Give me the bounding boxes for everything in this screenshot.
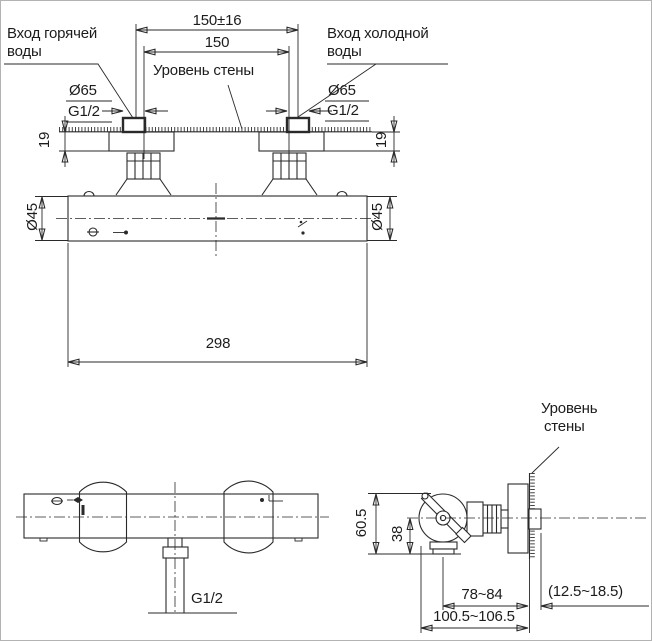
dim-total-height: 60.5	[353, 508, 370, 538]
dim-escutcheon-diameter-right: Ø65	[328, 82, 356, 99]
dim-body-length: 298	[205, 335, 231, 352]
cold-inlet-leader	[297, 63, 448, 118]
side-view-linework	[368, 446, 649, 633]
wall-hatch-horizontal	[59, 127, 372, 133]
dim-escutcheon-depth-right: 19	[373, 131, 390, 149]
wall-level-label-side: Уровень стены	[541, 400, 598, 435]
wall-pipe-left	[121, 116, 147, 134]
wall-pipe-right	[285, 116, 311, 134]
wall-level-leader	[227, 84, 243, 130]
front-view-linework	[4, 24, 448, 367]
dim-body-diameter-left: Ø45	[24, 203, 41, 231]
bottom-view-linework	[16, 480, 329, 615]
dim-escutcheon-diameter-left: Ø65	[69, 82, 97, 99]
dim-inlet-thread-right: G1/2	[327, 102, 359, 119]
dim-outlet-drop: 38	[389, 525, 406, 543]
dim-wall-to-handle-front: 100.5~106.5	[433, 608, 515, 625]
dim-body-diameter-right: Ø45	[369, 203, 386, 231]
dim-inlet-spacing: 150	[204, 34, 230, 51]
wall-level-side-leader	[531, 446, 560, 474]
dim-wall-stub-projection: (12.5~18.5)	[548, 583, 623, 600]
connection-nut-right	[272, 152, 307, 180]
wall-stub-side	[528, 508, 542, 530]
dim-outlet-thread: G1/2	[191, 590, 223, 607]
dim-wall-to-outlet-axis: 78~84	[461, 586, 503, 603]
hot-inlet-leader	[4, 63, 134, 119]
escutcheon-left	[108, 131, 175, 152]
escutcheon-side	[507, 483, 529, 554]
dim-inlet-spacing-tolerance: 150±16	[192, 12, 242, 29]
dim-escutcheon-depth-left: 19	[36, 131, 53, 149]
dim-inlet-thread-left: G1/2	[68, 103, 100, 120]
hot-water-inlet-label: Вход горячей воды	[7, 25, 98, 60]
outlet-stub-side	[429, 541, 458, 550]
wall-level-label-top: Уровень стены	[153, 62, 254, 79]
escutcheon-right	[258, 131, 325, 152]
connection-nut-left	[126, 152, 161, 180]
cold-water-inlet-label: Вход холодной воды	[327, 25, 429, 60]
